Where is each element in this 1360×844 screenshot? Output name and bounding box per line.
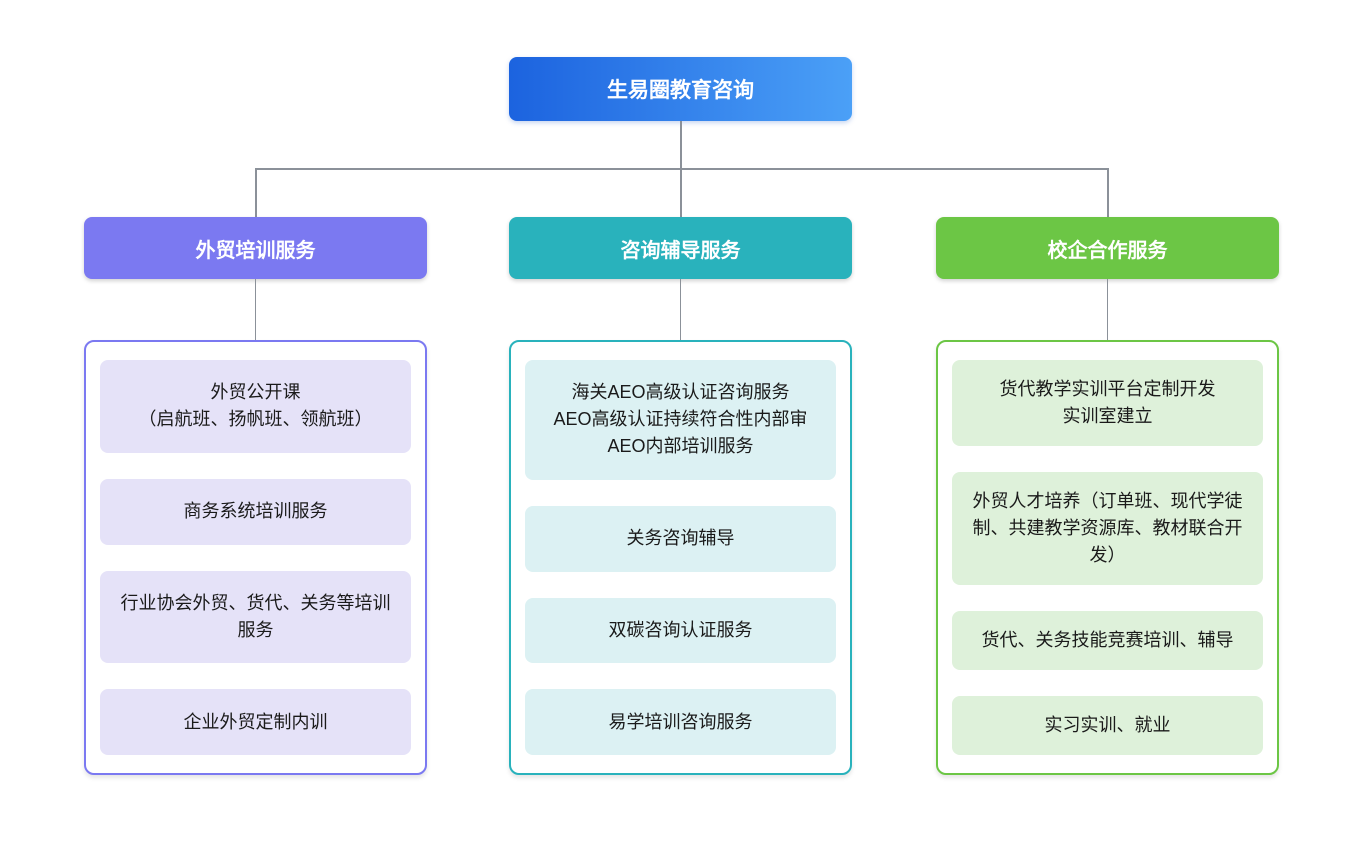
leaf-item: 外贸人才培养（订单班、现代学徒制、共建教学资源库、教材联合开发） — [952, 472, 1263, 585]
connector-drop-left — [255, 168, 257, 217]
branch-column-foreign-trade-training: 外贸培训服务 外贸公开课 （启航班、扬帆班、领航班） 商务系统培训服务 行业协会… — [84, 217, 427, 775]
connector-drop-center — [680, 168, 682, 217]
leaf-item: 双碳咨询认证服务 — [525, 597, 836, 664]
branch-header-school-enterprise-cooperation: 校企合作服务 — [936, 217, 1279, 279]
leaf-item: 货代教学实训平台定制开发 实训室建立 — [952, 360, 1263, 446]
connector-drop-right — [1107, 168, 1109, 217]
leaf-item: 实习实训、就业 — [952, 696, 1263, 755]
branch-container-consulting-coaching: 海关AEO高级认证咨询服务 AEO高级认证持续符合性内部审 AEO内部培训服务 … — [509, 340, 852, 775]
leaf-item: 商务系统培训服务 — [100, 478, 411, 545]
branch-column-school-enterprise-cooperation: 校企合作服务 货代教学实训平台定制开发 实训室建立 外贸人才培养（订单班、现代学… — [936, 217, 1279, 775]
leaf-item: 企业外贸定制内训 — [100, 689, 411, 755]
root-node: 生易圈教育咨询 — [509, 57, 852, 121]
leaf-item: 外贸公开课 （启航班、扬帆班、领航班） — [100, 360, 411, 453]
connector-root-stem — [680, 121, 682, 168]
branch-header-consulting-coaching: 咨询辅导服务 — [509, 217, 852, 279]
branch-header-foreign-trade-training: 外贸培训服务 — [84, 217, 427, 279]
connector-horizontal-bar — [255, 168, 1108, 170]
leaf-item: 关务咨询辅导 — [525, 505, 836, 572]
leaf-item: 行业协会外贸、货代、关务等培训服务 — [100, 570, 411, 664]
connector-header-stem — [679, 279, 681, 340]
leaf-item: 海关AEO高级认证咨询服务 AEO高级认证持续符合性内部审 AEO内部培训服务 — [525, 360, 836, 480]
branch-container-school-enterprise-cooperation: 货代教学实训平台定制开发 实训室建立 外贸人才培养（订单班、现代学徒制、共建教学… — [936, 340, 1279, 775]
leaf-item: 易学培训咨询服务 — [525, 689, 836, 755]
branch-container-foreign-trade-training: 外贸公开课 （启航班、扬帆班、领航班） 商务系统培训服务 行业协会外贸、货代、关… — [84, 340, 427, 775]
connector-header-stem — [1106, 279, 1108, 340]
connector-header-stem — [254, 279, 256, 340]
branch-column-consulting-coaching: 咨询辅导服务 海关AEO高级认证咨询服务 AEO高级认证持续符合性内部审 AEO… — [509, 217, 852, 775]
leaf-item: 货代、关务技能竞赛培训、辅导 — [952, 611, 1263, 670]
